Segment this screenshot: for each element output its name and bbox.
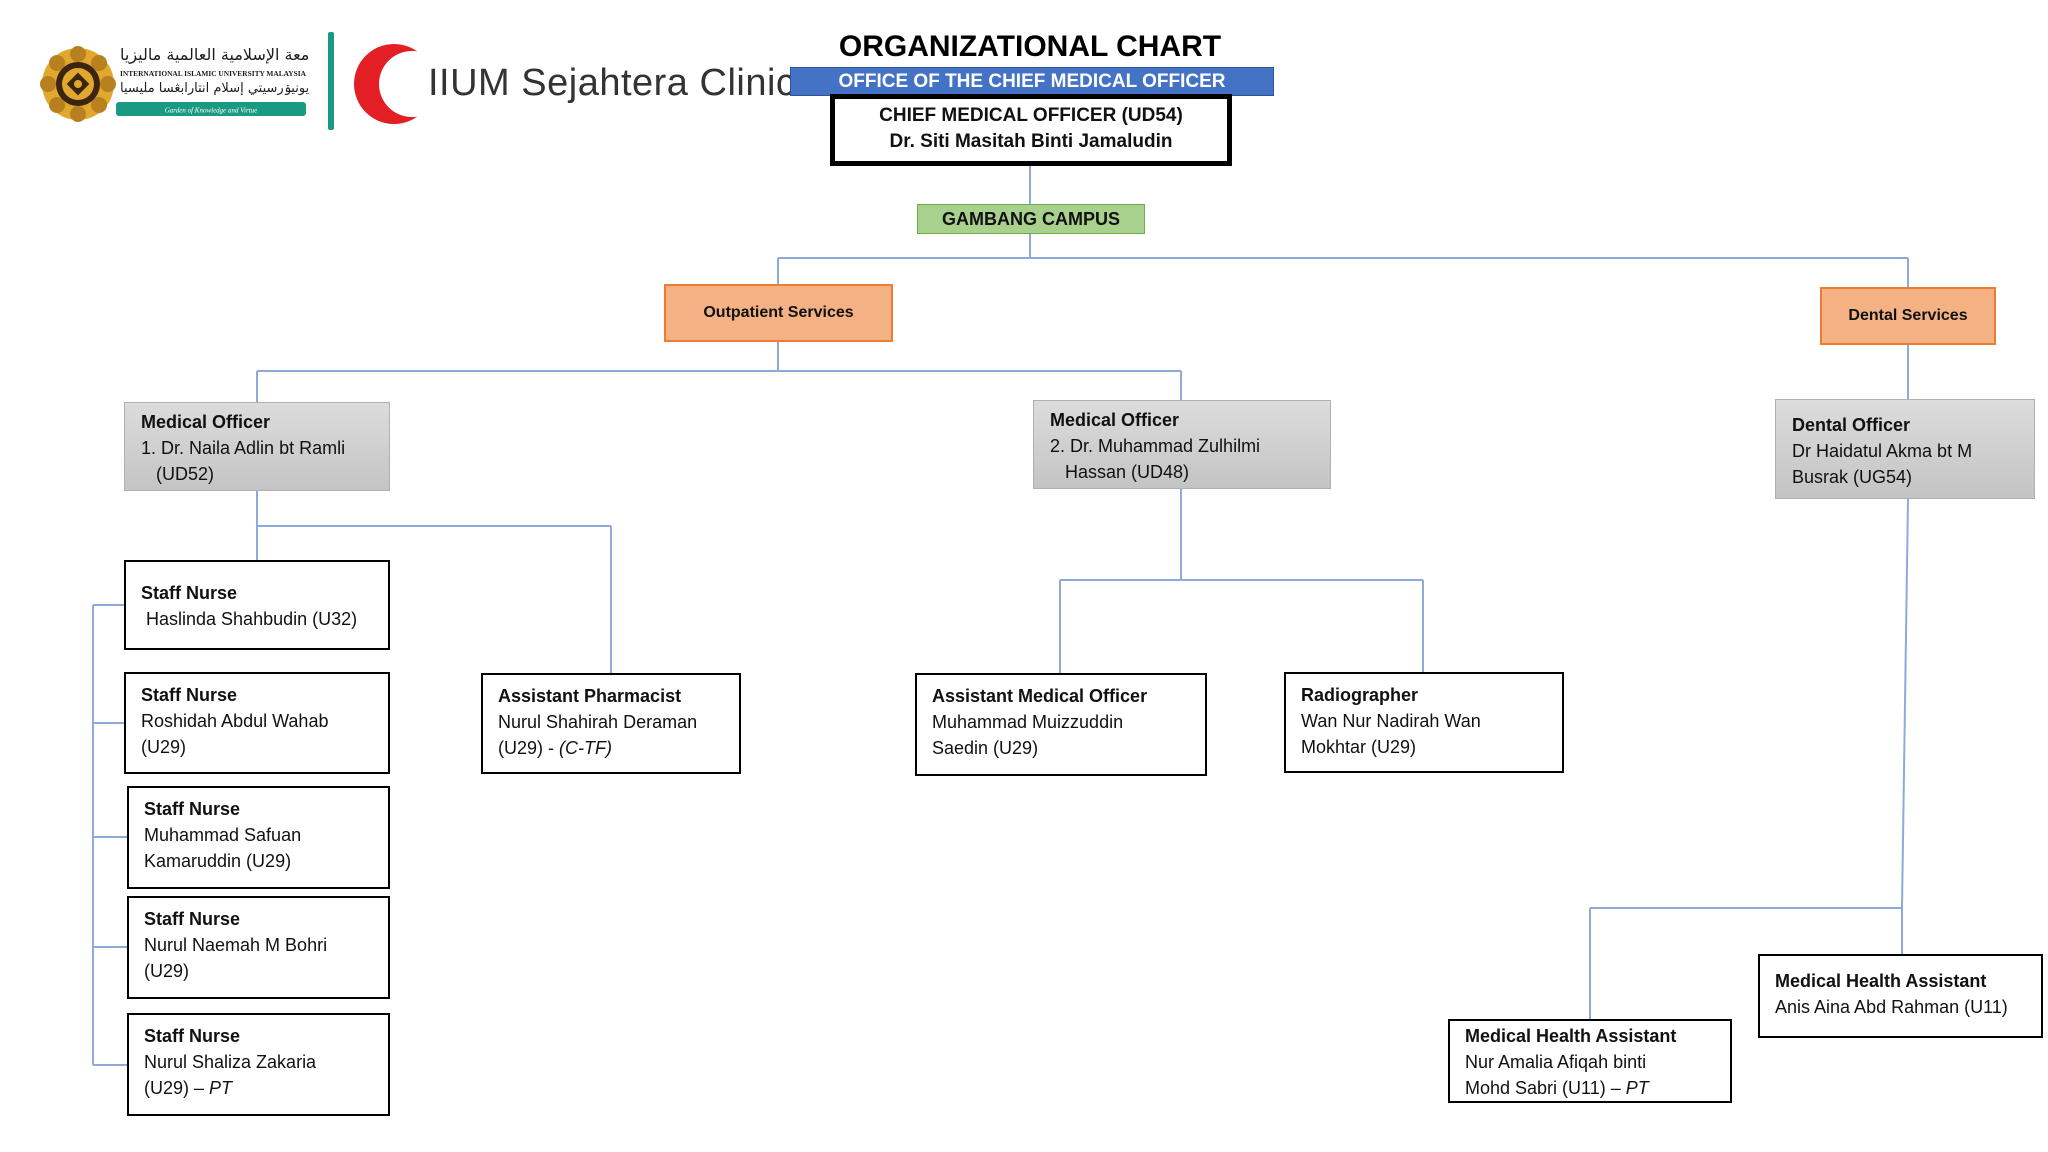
- outpatient-services-box: Outpatient Services: [664, 284, 893, 342]
- office-banner: OFFICE OF THE CHIEF MEDICAL OFFICER: [790, 67, 1274, 96]
- staff-grade: Kamaruddin (U29): [144, 851, 292, 871]
- iium-emblem-icon: [40, 46, 116, 122]
- officer-name: 1. Dr. Naila Adlin bt Ramli: [141, 438, 346, 458]
- role-label: Medical Officer: [1050, 410, 1180, 430]
- svg-text:الجامعة الإسلامية العالمية مال: الجامعة الإسلامية العالمية ماليزيا: [120, 45, 310, 65]
- staff-name: Anis Aina Abd Rahman (U11): [1775, 997, 2008, 1017]
- staff-grade: (U29): [141, 737, 187, 757]
- role-label: Dental Officer: [1792, 415, 1911, 435]
- officer-name: 2. Dr. Muhammad Zulhilmi: [1050, 436, 1261, 456]
- medical-officer-1-box: Medical Officer 1. Dr. Naila Adlin bt Ra…: [124, 402, 390, 491]
- svg-text:يونيۏرسيتي إسلام انتارابڠسا مل: يونيۏرسيتي إسلام انتارابڠسا مليسيا: [120, 81, 310, 96]
- staff-name: Wan Nur Nadirah Wan: [1301, 711, 1481, 731]
- svg-text:INTERNATIONAL ISLAMIC UNIVERSI: INTERNATIONAL ISLAMIC UNIVERSITY MALAYSI…: [120, 69, 307, 78]
- staff-grade: (U29): [144, 961, 190, 981]
- staff-nurse-box: Staff Nurse Haslinda Shahbudin (U32): [124, 560, 390, 650]
- grade-text: (U29) -: [498, 738, 560, 758]
- staff-nurse-box: Staff Nurse Nurul Naemah M Bohri (U29): [127, 896, 390, 999]
- grade-text: Mohd Sabri (U11) –: [1465, 1078, 1626, 1098]
- crescent-icon: [354, 44, 430, 124]
- staff-name: Nurul Shaliza Zakaria: [144, 1052, 317, 1072]
- svg-text:Garden of Knowledge and Virtue: Garden of Knowledge and Virtue: [165, 107, 258, 115]
- iium-logo: الجامعة الإسلامية العالمية ماليزيا INTER…: [40, 45, 310, 122]
- staff-grade: Saedin (U29): [932, 738, 1039, 758]
- medical-health-assistant-box: Medical Health Assistant Anis Aina Abd R…: [1758, 954, 2043, 1038]
- grade-text: (U29) –: [144, 1078, 210, 1098]
- role-label: Medical Health Assistant: [1465, 1026, 1677, 1046]
- staff-nurse-box: Staff Nurse Muhammad Safuan Kamaruddin (…: [127, 786, 390, 889]
- chart-title: ORGANIZATIONAL CHART: [838, 30, 1222, 63]
- radiographer-box: Radiographer Wan Nur Nadirah Wan Mokhtar…: [1284, 672, 1564, 773]
- assistant-medical-officer-box: Assistant Medical Officer Muhammad Muizz…: [915, 673, 1207, 776]
- officer-grade: Busrak (UG54): [1792, 467, 1913, 487]
- role-label: Medical Officer: [141, 412, 271, 432]
- role-label: Assistant Pharmacist: [498, 686, 682, 706]
- role-label: Staff Nurse: [144, 909, 241, 929]
- role-label: Medical Health Assistant: [1775, 971, 1987, 991]
- role-label: Radiographer: [1301, 685, 1419, 705]
- assistant-pharmacist-box: Assistant Pharmacist Nurul Shahirah Dera…: [481, 673, 741, 774]
- role-label: Assistant Medical Officer: [932, 686, 1148, 706]
- staff-nurse-box: Staff Nurse Nurul Shaliza Zakaria (U29) …: [127, 1013, 390, 1116]
- staff-grade: Mohd Sabri (U11) – PT: [1465, 1075, 1730, 1101]
- staff-name: Haslinda Shahbudin (U32): [141, 609, 358, 629]
- staff-grade: (U29) – PT: [144, 1075, 388, 1101]
- clinic-name: IIUM Sejahtera Clinic: [428, 62, 796, 104]
- cmo-name: Dr. Siti Masitah Binti Jamaludin: [889, 131, 1173, 152]
- staff-grade: Mokhtar (U29): [1301, 737, 1417, 757]
- role-label: Staff Nurse: [141, 685, 238, 705]
- cmo-title: CHIEF MEDICAL OFFICER (UD54): [879, 105, 1183, 126]
- staff-nurse-box: Staff Nurse Roshidah Abdul Wahab (U29): [124, 672, 390, 774]
- staff-name: Nurul Shahirah Deraman: [498, 712, 698, 732]
- officer-grade: Hassan (UD48): [1050, 462, 1190, 482]
- employment-tag: (C-TF): [559, 738, 612, 758]
- staff-name: Nur Amalia Afiqah binti: [1465, 1052, 1647, 1072]
- officer-name: Dr Haidatul Akma bt M: [1792, 441, 1973, 461]
- logo-divider: [328, 32, 334, 130]
- chief-medical-officer-box: CHIEF MEDICAL OFFICER (UD54) Dr. Siti Ma…: [830, 94, 1232, 166]
- dental-officer-box: Dental Officer Dr Haidatul Akma bt M Bus…: [1775, 399, 2035, 499]
- staff-name: Muhammad Muizzuddin: [932, 712, 1124, 732]
- dental-services-box: Dental Services: [1820, 287, 1996, 345]
- employment-tag: PT: [209, 1078, 233, 1098]
- staff-name: Muhammad Safuan: [144, 825, 302, 845]
- role-label: Staff Nurse: [144, 799, 241, 819]
- campus-box: GAMBANG CAMPUS: [917, 204, 1145, 234]
- medical-officer-2-box: Medical Officer 2. Dr. Muhammad Zulhilmi…: [1033, 400, 1331, 489]
- staff-name: Nurul Naemah M Bohri: [144, 935, 328, 955]
- staff-name: Roshidah Abdul Wahab: [141, 711, 329, 731]
- staff-grade: (U29) - (C-TF): [498, 735, 739, 761]
- role-label: Staff Nurse: [141, 583, 238, 603]
- employment-tag: PT: [1625, 1078, 1649, 1098]
- officer-grade: (UD52): [141, 464, 215, 484]
- role-label: Staff Nurse: [144, 1026, 241, 1046]
- medical-health-assistant-box: Medical Health Assistant Nur Amalia Afiq…: [1448, 1019, 1732, 1103]
